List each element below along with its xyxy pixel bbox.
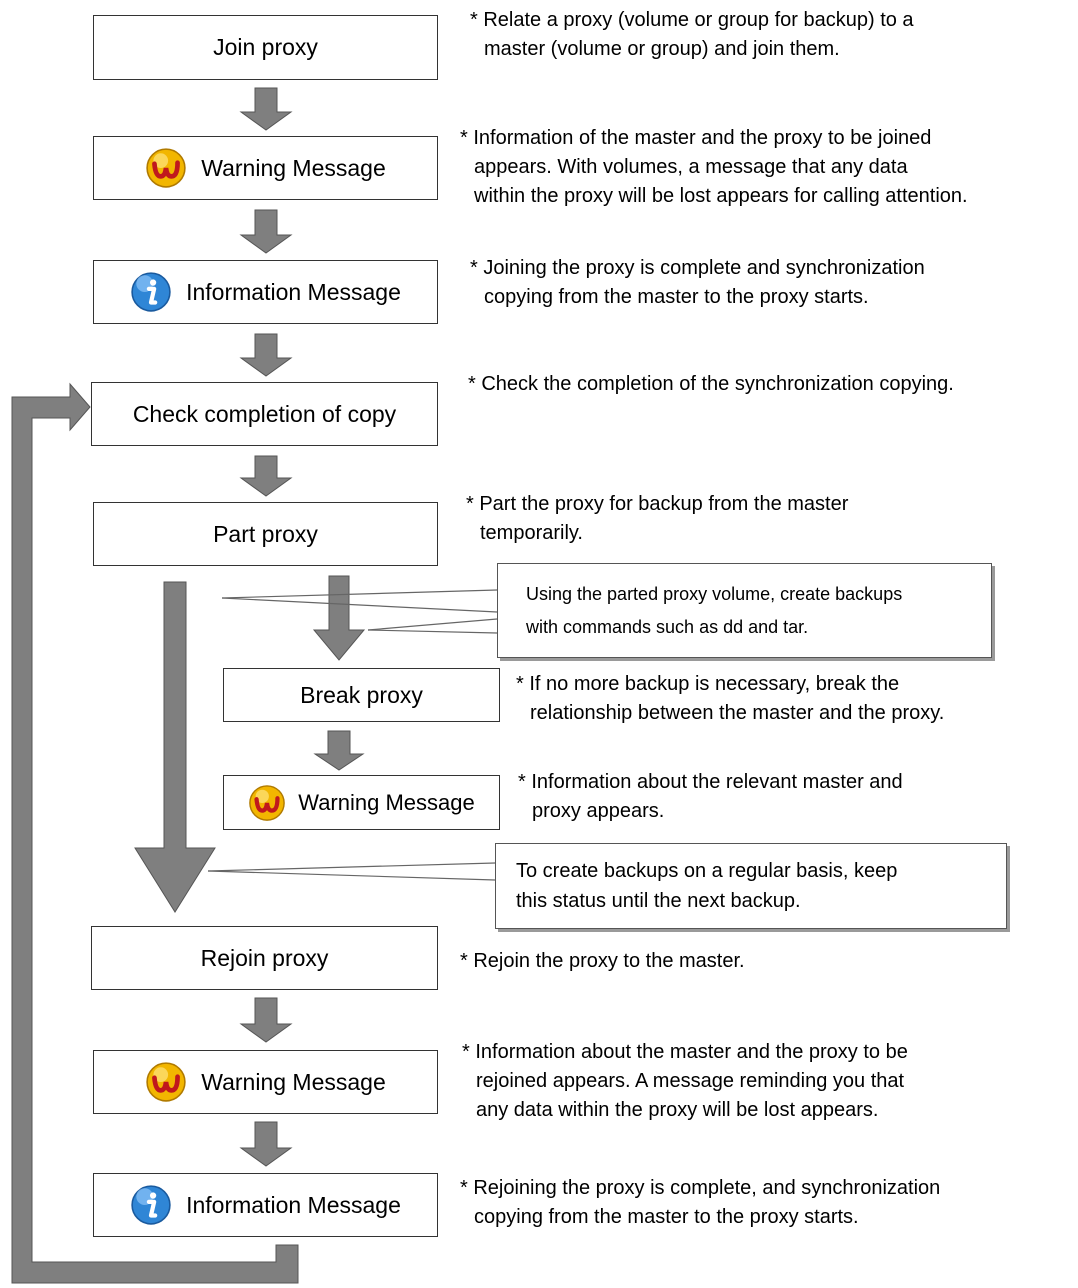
note-warning-break: * Information about the relevant master … [518,768,903,826]
step-warning-message: Warning Message [223,775,500,830]
down-arrow [239,209,293,254]
step-check-completion-of-copy: Check completion of copy [91,382,438,446]
step-label: Warning Message [201,1068,386,1095]
down-arrow [239,455,293,497]
callout-line: Using the parted proxy volume, create ba… [526,584,903,604]
step-label: Check completion of copy [132,400,397,427]
note-warning-rejoin: * Information about the master and the p… [462,1038,908,1125]
note-line: * Relate a proxy (volume or group for ba… [470,9,914,31]
down-arrow [239,333,293,377]
callout-leader-line [221,597,498,613]
step-label: Warning Message [201,154,386,181]
information-icon [131,1185,171,1225]
note-line: master (volume or group) and join them. [484,38,840,60]
callout-regular-basis: To create backups on a regular basis, ke… [495,843,1007,929]
note-line: * If no more backup is necessary, break … [516,673,900,695]
note-line: * Joining the proxy is complete and sync… [470,257,925,279]
step-label: Information Message [186,278,401,305]
step-warning-message: Warning Message [93,1050,438,1114]
callout-leader-line [221,589,498,599]
step-warning-message: Warning Message [93,136,438,200]
note-line: * Rejoin the proxy to the master. [460,950,745,972]
note-line: rejoined appears. A message reminding yo… [476,1070,905,1092]
note-information-join: * Joining the proxy is complete and sync… [470,254,925,312]
down-arrow [239,87,293,131]
callout-line: with commands such as dd and tar. [526,617,809,637]
step-rejoin-proxy: Rejoin proxy [91,926,438,990]
step-part-proxy: Part proxy [93,502,438,566]
note-line: appears. With volumes, a message that an… [474,156,908,178]
step-label: Information Message [186,1191,401,1218]
step-information-message: Information Message [93,1173,438,1237]
note-break-proxy: * If no more backup is necessary, break … [516,670,944,728]
long-down-arrow [134,581,216,913]
down-arrow [312,575,366,661]
note-line: proxy appears. [532,800,665,822]
note-line: any data within the proxy will be lost a… [476,1099,879,1121]
note-line: within the proxy will be lost appears fo… [474,185,968,207]
information-icon [131,272,171,312]
note-line: * Information about the relevant master … [518,771,903,793]
note-line: relationship between the master and the … [530,702,945,724]
warning-icon [249,784,286,821]
down-arrow [313,730,365,771]
down-arrow [239,1121,293,1167]
note-information-rejoin: * Rejoining the proxy is complete, and s… [460,1174,940,1232]
note-line: copying from the master to the proxy sta… [484,286,869,308]
callout-leader-line [207,862,496,872]
warning-icon [146,1062,186,1102]
step-join-proxy: Join proxy [93,15,438,80]
callout-create-backups: Using the parted proxy volume, create ba… [497,563,992,658]
callout-line: this status until the next backup. [516,890,801,912]
note-line: copying from the master to the proxy sta… [474,1206,859,1228]
step-label: Break proxy [300,681,423,708]
note-line: * Check the completion of the synchroniz… [468,373,954,395]
callout-leader-line [367,629,498,634]
loop-back-arrow [11,382,299,1284]
step-label: Part proxy [213,520,318,547]
note-line: * Information about the master and the p… [462,1041,908,1063]
note-check-completion: * Check the completion of the synchroniz… [468,370,954,399]
step-label: Warning Message [298,789,475,815]
step-break-proxy: Break proxy [223,668,500,722]
note-rejoin-proxy: * Rejoin the proxy to the master. [460,947,745,976]
step-label: Rejoin proxy [200,944,329,971]
callout-leader-line [207,870,496,881]
down-arrow [239,997,293,1043]
note-line: * Information of the master and the prox… [460,127,932,149]
warning-icon [146,148,186,188]
callout-leader-line [367,618,498,631]
note-part-proxy: * Part the proxy for backup from the mas… [466,490,848,548]
callout-line: To create backups on a regular basis, ke… [516,860,898,882]
step-information-message: Information Message [93,260,438,324]
note-line: * Rejoining the proxy is complete, and s… [460,1177,941,1199]
step-label: Join proxy [213,34,318,60]
note-line: * Part the proxy for backup from the mas… [466,493,849,515]
note-join-proxy: * Relate a proxy (volume or group for ba… [470,6,914,64]
note-line: temporarily. [480,522,583,544]
note-warning-join: * Information of the master and the prox… [460,124,968,211]
